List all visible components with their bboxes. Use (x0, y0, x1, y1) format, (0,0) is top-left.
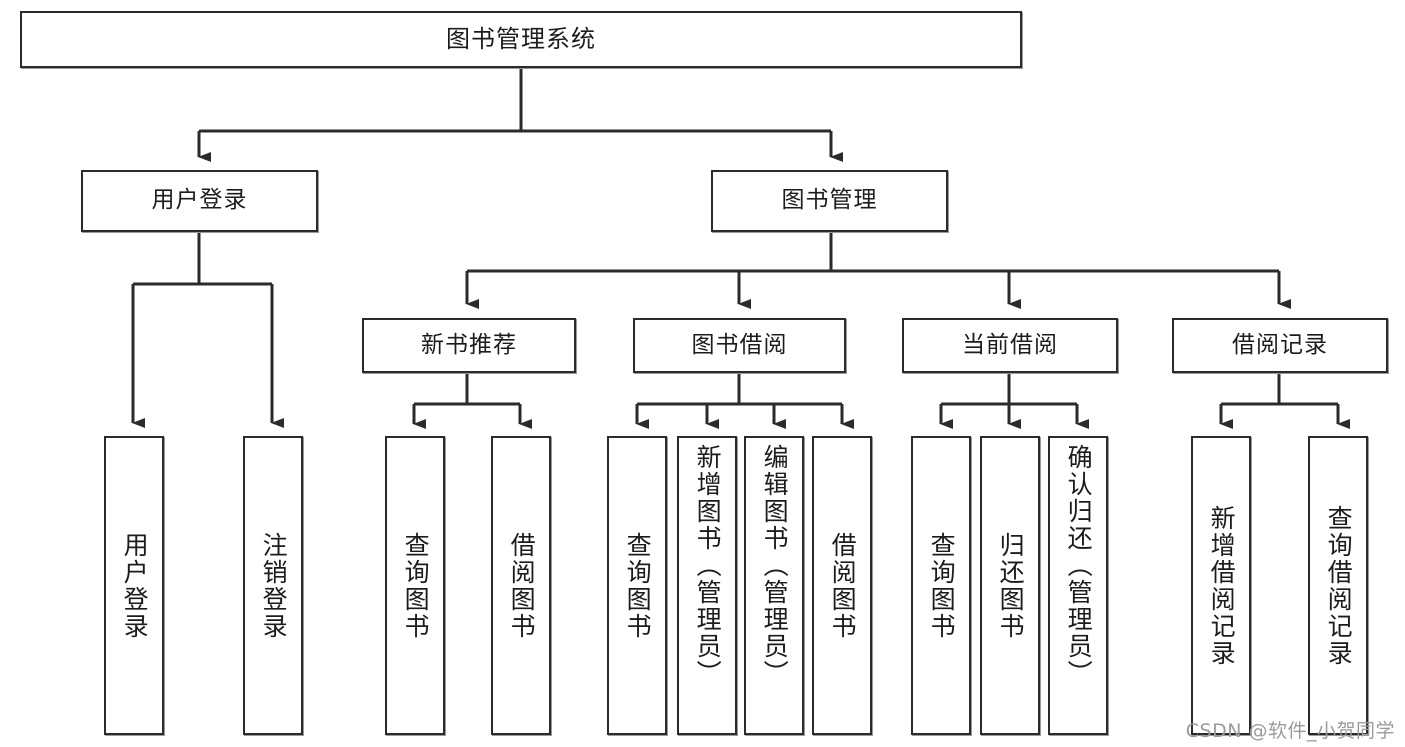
leaf-query-book-recommend[interactable]: 查询图书 (385, 436, 445, 735)
leaf-return-book[interactable]: 归还图书 (980, 436, 1040, 735)
node-label: 新增图书（管理员） (693, 444, 723, 687)
node-label: 用户登录 (151, 187, 248, 214)
node-label: 查询图书 (623, 531, 653, 640)
leaf-confirm-return[interactable]: 确认归还（管理员） (1048, 436, 1108, 735)
node-book-manage[interactable]: 图书管理 (711, 170, 948, 232)
node-book-borrow[interactable]: 图书借阅 (633, 318, 846, 373)
leaf-add-borrow-record[interactable]: 新增借阅记录 (1191, 436, 1251, 735)
leaf-query-borrow-record[interactable]: 查询借阅记录 (1308, 436, 1368, 735)
node-label: 当前借阅 (962, 331, 1058, 358)
node-root-system[interactable]: 图书管理系统 (20, 11, 1022, 68)
node-label: 借阅记录 (1232, 331, 1328, 358)
node-label: 新书推荐 (421, 331, 517, 358)
leaf-add-book[interactable]: 新增图书（管理员） (677, 436, 737, 735)
node-label: 注销登录 (259, 531, 289, 640)
node-label: 查询借阅记录 (1324, 504, 1354, 667)
leaf-borrow-book[interactable]: 借阅图书 (812, 436, 872, 735)
node-label: 归还图书 (996, 531, 1026, 640)
node-label: 确认归还（管理员） (1064, 444, 1094, 687)
node-label: 借阅图书 (828, 531, 858, 640)
node-new-book-recommend[interactable]: 新书推荐 (362, 318, 576, 373)
node-label: 借阅图书 (507, 531, 537, 640)
node-borrow-record[interactable]: 借阅记录 (1172, 318, 1388, 373)
node-label: 图书借阅 (691, 331, 788, 358)
node-label: 图书管理 (781, 187, 878, 214)
node-current-borrow[interactable]: 当前借阅 (902, 318, 1118, 373)
node-label: 新增借阅记录 (1207, 504, 1237, 667)
leaf-borrow-book-recommend[interactable]: 借阅图书 (491, 436, 551, 735)
node-label: 查询图书 (927, 531, 957, 640)
leaf-user-logout[interactable]: 注销登录 (243, 436, 303, 735)
node-label: 查询图书 (401, 531, 431, 640)
leaf-query-book-borrow[interactable]: 查询图书 (607, 436, 667, 735)
node-label: 用户登录 (120, 531, 150, 640)
leaf-edit-book[interactable]: 编辑图书（管理员） (744, 436, 804, 735)
node-user-login[interactable]: 用户登录 (81, 170, 318, 232)
leaf-query-book-current[interactable]: 查询图书 (911, 436, 971, 735)
node-label: 图书管理系统 (446, 25, 596, 54)
node-label: 编辑图书（管理员） (760, 444, 790, 687)
leaf-user-login[interactable]: 用户登录 (104, 436, 164, 735)
csdn-watermark: CSDN @软件_小贺同学 (1185, 720, 1395, 742)
